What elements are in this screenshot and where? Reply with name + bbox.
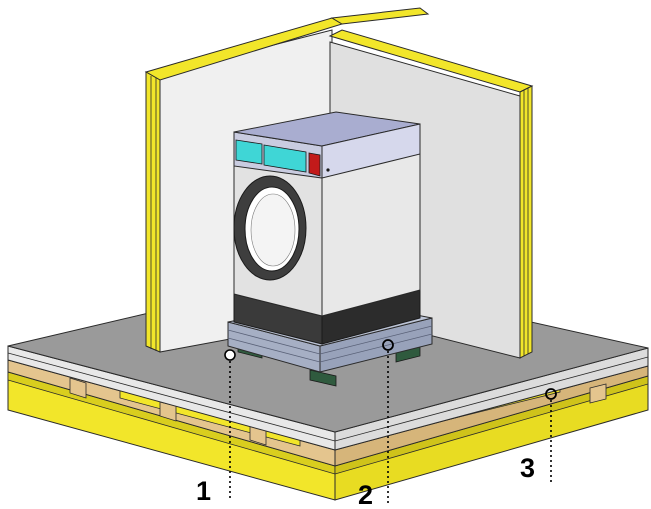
- callout-2: [382, 339, 394, 506]
- callout-marker-icon: [224, 349, 236, 361]
- callout-label-1: 1: [196, 476, 212, 506]
- callout-1: [224, 349, 236, 500]
- callout-marker-icon: [382, 339, 394, 351]
- callout-label-2: 2: [358, 480, 374, 509]
- callout-3: [545, 388, 557, 484]
- washing-machine-icon: [233, 111, 421, 345]
- callout-marker-icon: [545, 388, 557, 400]
- callout-label-3: 3: [520, 453, 536, 483]
